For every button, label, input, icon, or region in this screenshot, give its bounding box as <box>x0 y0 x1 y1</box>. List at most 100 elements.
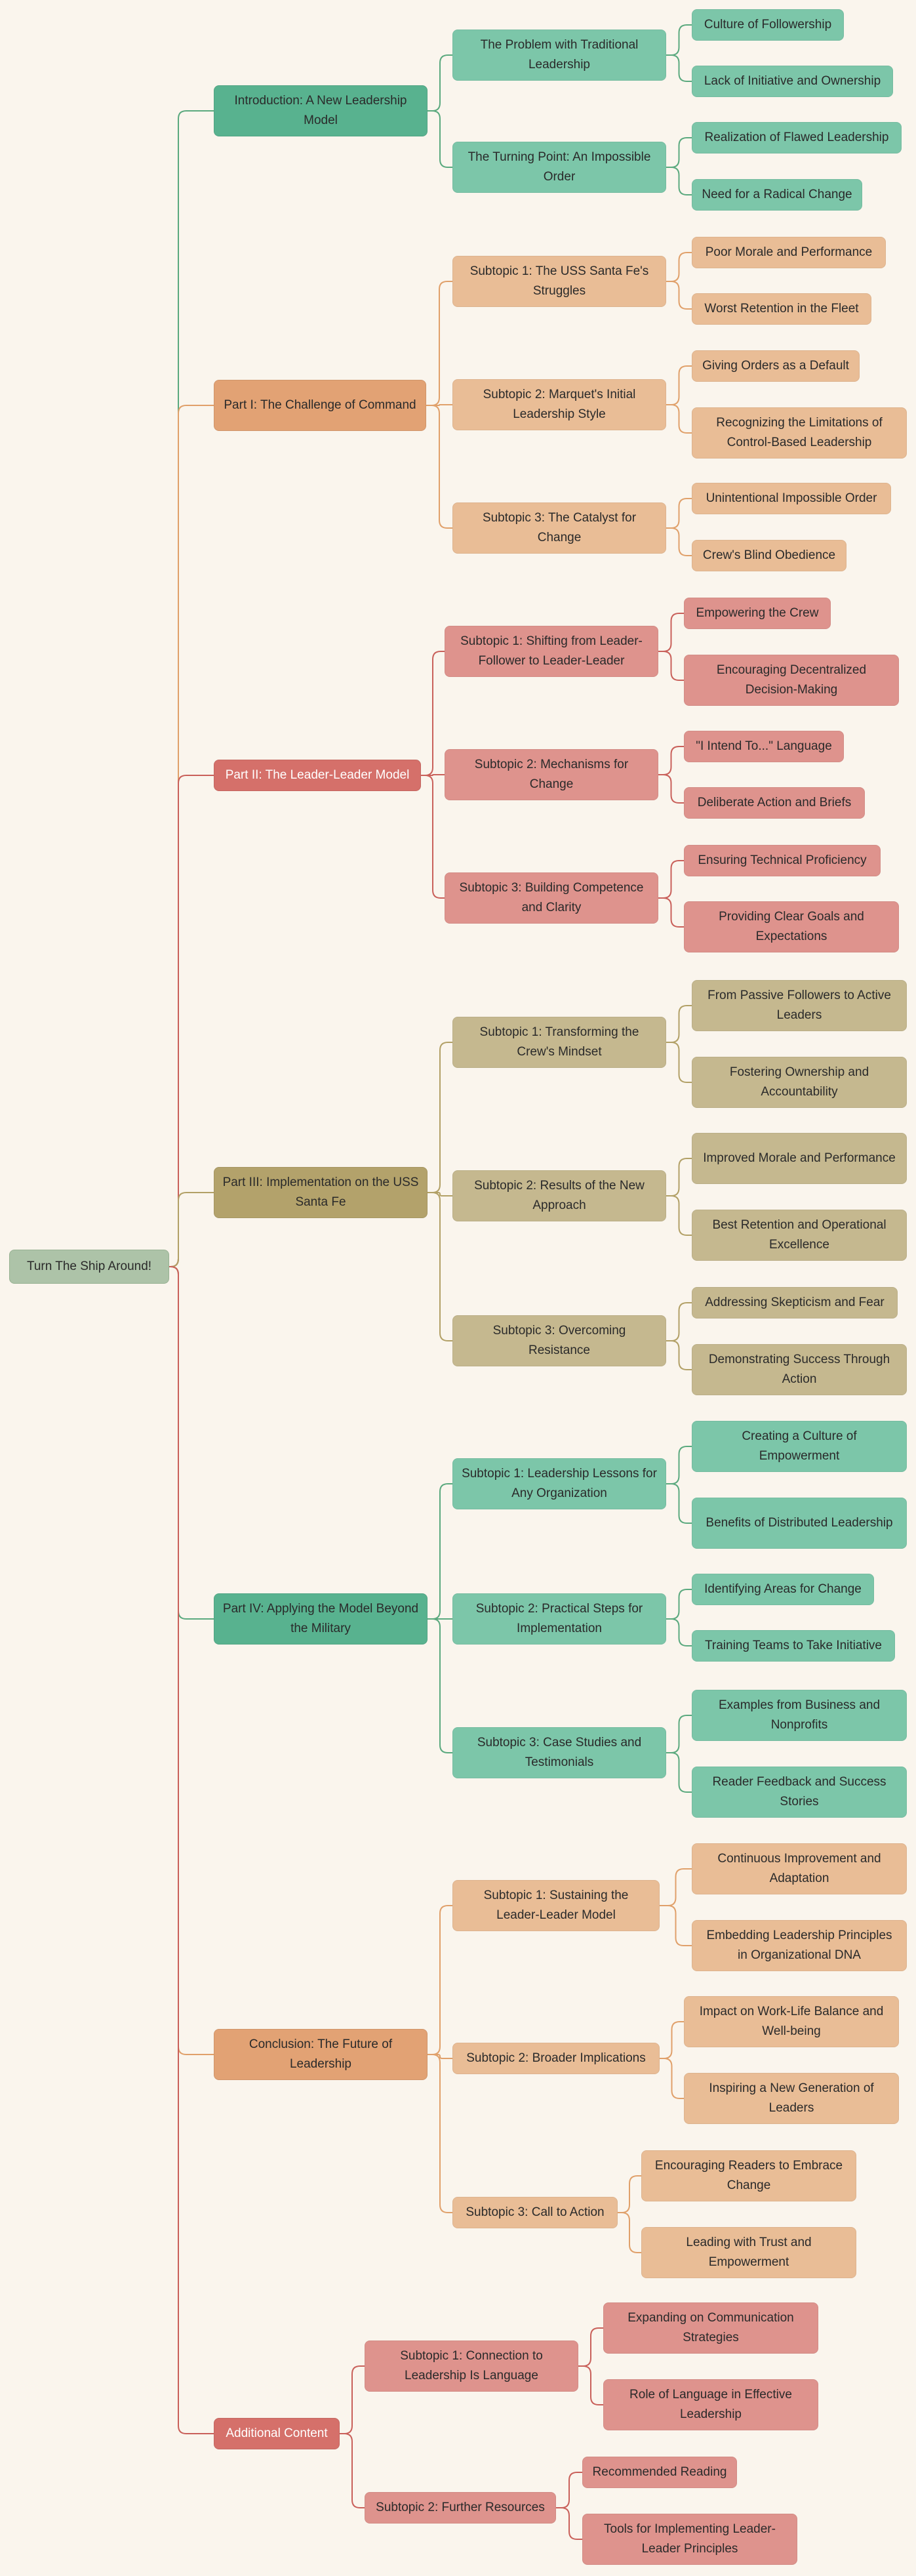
subtopic-label: Subtopic 2: Marquet's Initial Leadership… <box>483 388 636 421</box>
connector-line <box>578 2365 603 2405</box>
branch-label: Introduction: A New Leadership Model <box>234 94 407 127</box>
leaf-node[interactable]: Role of Language in Effective Leadership <box>603 2379 818 2430</box>
branch-part-3[interactable]: Part III: Implementation on the USS Sant… <box>214 1167 428 1218</box>
leaf-node[interactable]: Providing Clear Goals and Expectations <box>684 901 899 952</box>
subtopic-label: Subtopic 2: Further Resources <box>376 2501 545 2514</box>
leaf-node[interactable]: Embedding Leadership Principles in Organ… <box>692 1920 907 1971</box>
leaf-node[interactable]: Culture of Followership <box>692 9 844 41</box>
leaf-label: Lack of Initiative and Ownership <box>704 74 881 88</box>
subtopic-node[interactable]: Subtopic 3: Overcoming Resistance <box>452 1315 666 1366</box>
leaf-node[interactable]: Creating a Culture of Empowerment <box>692 1421 907 1472</box>
subtopic-node[interactable]: Subtopic 2: Marquet's Initial Leadership… <box>452 379 666 430</box>
connector-line <box>660 2058 684 2099</box>
subtopic-label: Subtopic 1: The USS Santa Fe's Struggles <box>469 264 649 298</box>
branch-introduction[interactable]: Introduction: A New Leadership Model <box>214 85 428 136</box>
leaf-node[interactable]: Best Retention and Operational Excellenc… <box>692 1210 907 1261</box>
leaf-node[interactable]: Improved Morale and Performance <box>692 1133 907 1184</box>
subtopic-node[interactable]: Subtopic 2: Mechanisms for Change <box>445 749 658 800</box>
subtopic-node[interactable]: The Turning Point: An Impossible Order <box>452 142 666 193</box>
leaf-node[interactable]: Addressing Skepticism and Fear <box>692 1287 898 1319</box>
leaf-node[interactable]: Need for a Radical Change <box>692 179 862 211</box>
subtopic-label: Subtopic 1: Sustaining the Leader-Leader… <box>483 1889 629 1922</box>
leaf-node[interactable]: Recommended Reading <box>582 2457 737 2488</box>
leaf-label: Embedding Leadership Principles in Organ… <box>706 1929 892 1962</box>
root-node[interactable]: Turn The Ship Around! <box>9 1250 169 1284</box>
leaf-node[interactable]: Worst Retention in the Fleet <box>692 293 871 325</box>
subtopic-label: Subtopic 1: Connection to Leadership Is … <box>400 2349 543 2382</box>
leaf-node[interactable]: Ensuring Technical Proficiency <box>684 845 881 876</box>
connector-line <box>169 110 214 1267</box>
subtopic-node[interactable]: Subtopic 3: The Catalyst for Change <box>452 502 666 554</box>
leaf-node[interactable]: Crew's Blind Obedience <box>692 540 846 571</box>
connector-line <box>666 1752 692 1793</box>
branch-conclusion[interactable]: Conclusion: The Future of Leadership <box>214 2029 428 2080</box>
subtopic-node[interactable]: Subtopic 3: Building Competence and Clar… <box>445 872 658 924</box>
leaf-label: Continuous Improvement and Adaptation <box>717 1852 881 1885</box>
branch-part-2[interactable]: Part II: The Leader-Leader Model <box>214 760 421 791</box>
leaf-node[interactable]: Demonstrating Success Through Action <box>692 1344 907 1395</box>
leaf-node[interactable]: Reader Feedback and Success Stories <box>692 1767 907 1818</box>
leaf-node[interactable]: Leading with Trust and Empowerment <box>641 2227 856 2278</box>
leaf-label: Creating a Culture of Empowerment <box>742 1429 857 1463</box>
leaf-node[interactable]: Realization of Flawed Leadership <box>692 122 902 153</box>
leaf-node[interactable]: Recognizing the Limitations of Control-B… <box>692 407 907 459</box>
leaf-node[interactable]: Deliberate Action and Briefs <box>684 787 865 819</box>
leaf-node[interactable]: Empowering the Crew <box>684 598 831 629</box>
subtopic-node[interactable]: Subtopic 1: Transforming the Crew's Mind… <box>452 1017 666 1068</box>
subtopic-node[interactable]: The Problem with Traditional Leadership <box>452 30 666 81</box>
leaf-node[interactable]: Fostering Ownership and Accountability <box>692 1057 907 1108</box>
leaf-node[interactable]: Unintentional Impossible Order <box>692 483 891 514</box>
connector-line <box>666 137 692 168</box>
subtopic-node[interactable]: Subtopic 2: Further Resources <box>365 2492 556 2524</box>
subtopic-node[interactable]: Subtopic 2: Practical Steps for Implemen… <box>452 1593 666 1645</box>
leaf-node[interactable]: Giving Orders as a Default <box>692 350 860 382</box>
leaf-node[interactable]: Training Teams to Take Initiative <box>692 1630 895 1662</box>
leaf-node[interactable]: Identifying Areas for Change <box>692 1574 874 1605</box>
subtopic-label: Subtopic 1: Leadership Lessons for Any O… <box>462 1467 657 1500</box>
leaf-node[interactable]: Encouraging Decentralized Decision-Makin… <box>684 655 899 706</box>
leaf-label: Ensuring Technical Proficiency <box>698 853 867 867</box>
subtopic-node[interactable]: Subtopic 3: Call to Action <box>452 2197 618 2228</box>
connector-line <box>666 1005 692 1043</box>
leaf-node[interactable]: Tools for Implementing Leader-Leader Pri… <box>582 2514 797 2565</box>
leaf-label: Reader Feedback and Success Stories <box>712 1775 886 1809</box>
leaf-label: From Passive Followers to Active Leaders <box>707 989 891 1022</box>
connector-line <box>428 2054 452 2059</box>
leaf-node[interactable]: Lack of Initiative and Ownership <box>692 66 893 97</box>
connector-line <box>666 365 692 405</box>
branch-additional-content[interactable]: Additional Content <box>214 2418 340 2449</box>
connector-line <box>340 2365 365 2434</box>
leaf-node[interactable]: Examples from Business and Nonprofits <box>692 1690 907 1741</box>
connector-line <box>428 1042 452 1193</box>
subtopic-node[interactable]: Subtopic 1: Leadership Lessons for Any O… <box>452 1458 666 1509</box>
leaf-node[interactable]: Inspiring a New Generation of Leaders <box>684 2073 899 2124</box>
leaf-node[interactable]: From Passive Followers to Active Leaders <box>692 980 907 1031</box>
subtopic-node[interactable]: Subtopic 1: Sustaining the Leader-Leader… <box>452 1880 660 1931</box>
subtopic-node[interactable]: Subtopic 1: Connection to Leadership Is … <box>365 2341 578 2392</box>
leaf-node[interactable]: Benefits of Distributed Leadership <box>692 1498 907 1549</box>
subtopic-node[interactable]: Subtopic 3: Case Studies and Testimonial… <box>452 1727 666 1778</box>
connector-line <box>421 775 445 899</box>
leaf-label: Role of Language in Effective Leadership <box>629 2388 792 2421</box>
subtopic-label: Subtopic 3: Case Studies and Testimonial… <box>477 1736 642 1769</box>
subtopic-node[interactable]: Subtopic 2: Broader Implications <box>452 2043 660 2074</box>
leaf-label: Addressing Skepticism and Fear <box>705 1296 885 1309</box>
leaf-node[interactable]: Encouraging Readers to Embrace Change <box>641 2150 856 2201</box>
leaf-node[interactable]: "I Intend To..." Language <box>684 731 844 762</box>
leaf-label: Improved Morale and Performance <box>703 1151 896 1165</box>
leaf-node[interactable]: Expanding on Communication Strategies <box>603 2302 818 2354</box>
leaf-label: Need for a Radical Change <box>702 188 852 201</box>
leaf-node[interactable]: Impact on Work-Life Balance and Well-bei… <box>684 1996 899 2047</box>
leaf-label: Recommended Reading <box>592 2465 727 2479</box>
leaf-node[interactable]: Poor Morale and Performance <box>692 237 886 268</box>
leaf-label: Culture of Followership <box>704 18 832 31</box>
subtopic-label: Subtopic 3: The Catalyst for Change <box>482 511 637 544</box>
subtopic-node[interactable]: Subtopic 1: Shifting from Leader-Followe… <box>445 626 658 677</box>
branch-part-4[interactable]: Part IV: Applying the Model Beyond the M… <box>214 1593 428 1645</box>
connector-line <box>666 167 692 195</box>
subtopic-node[interactable]: Subtopic 2: Results of the New Approach <box>452 1170 666 1221</box>
subtopic-node[interactable]: Subtopic 1: The USS Santa Fe's Struggles <box>452 256 666 307</box>
leaf-node[interactable]: Continuous Improvement and Adaptation <box>692 1843 907 1894</box>
connector-line <box>428 1192 452 1196</box>
branch-part-1[interactable]: Part I: The Challenge of Command <box>214 380 426 431</box>
